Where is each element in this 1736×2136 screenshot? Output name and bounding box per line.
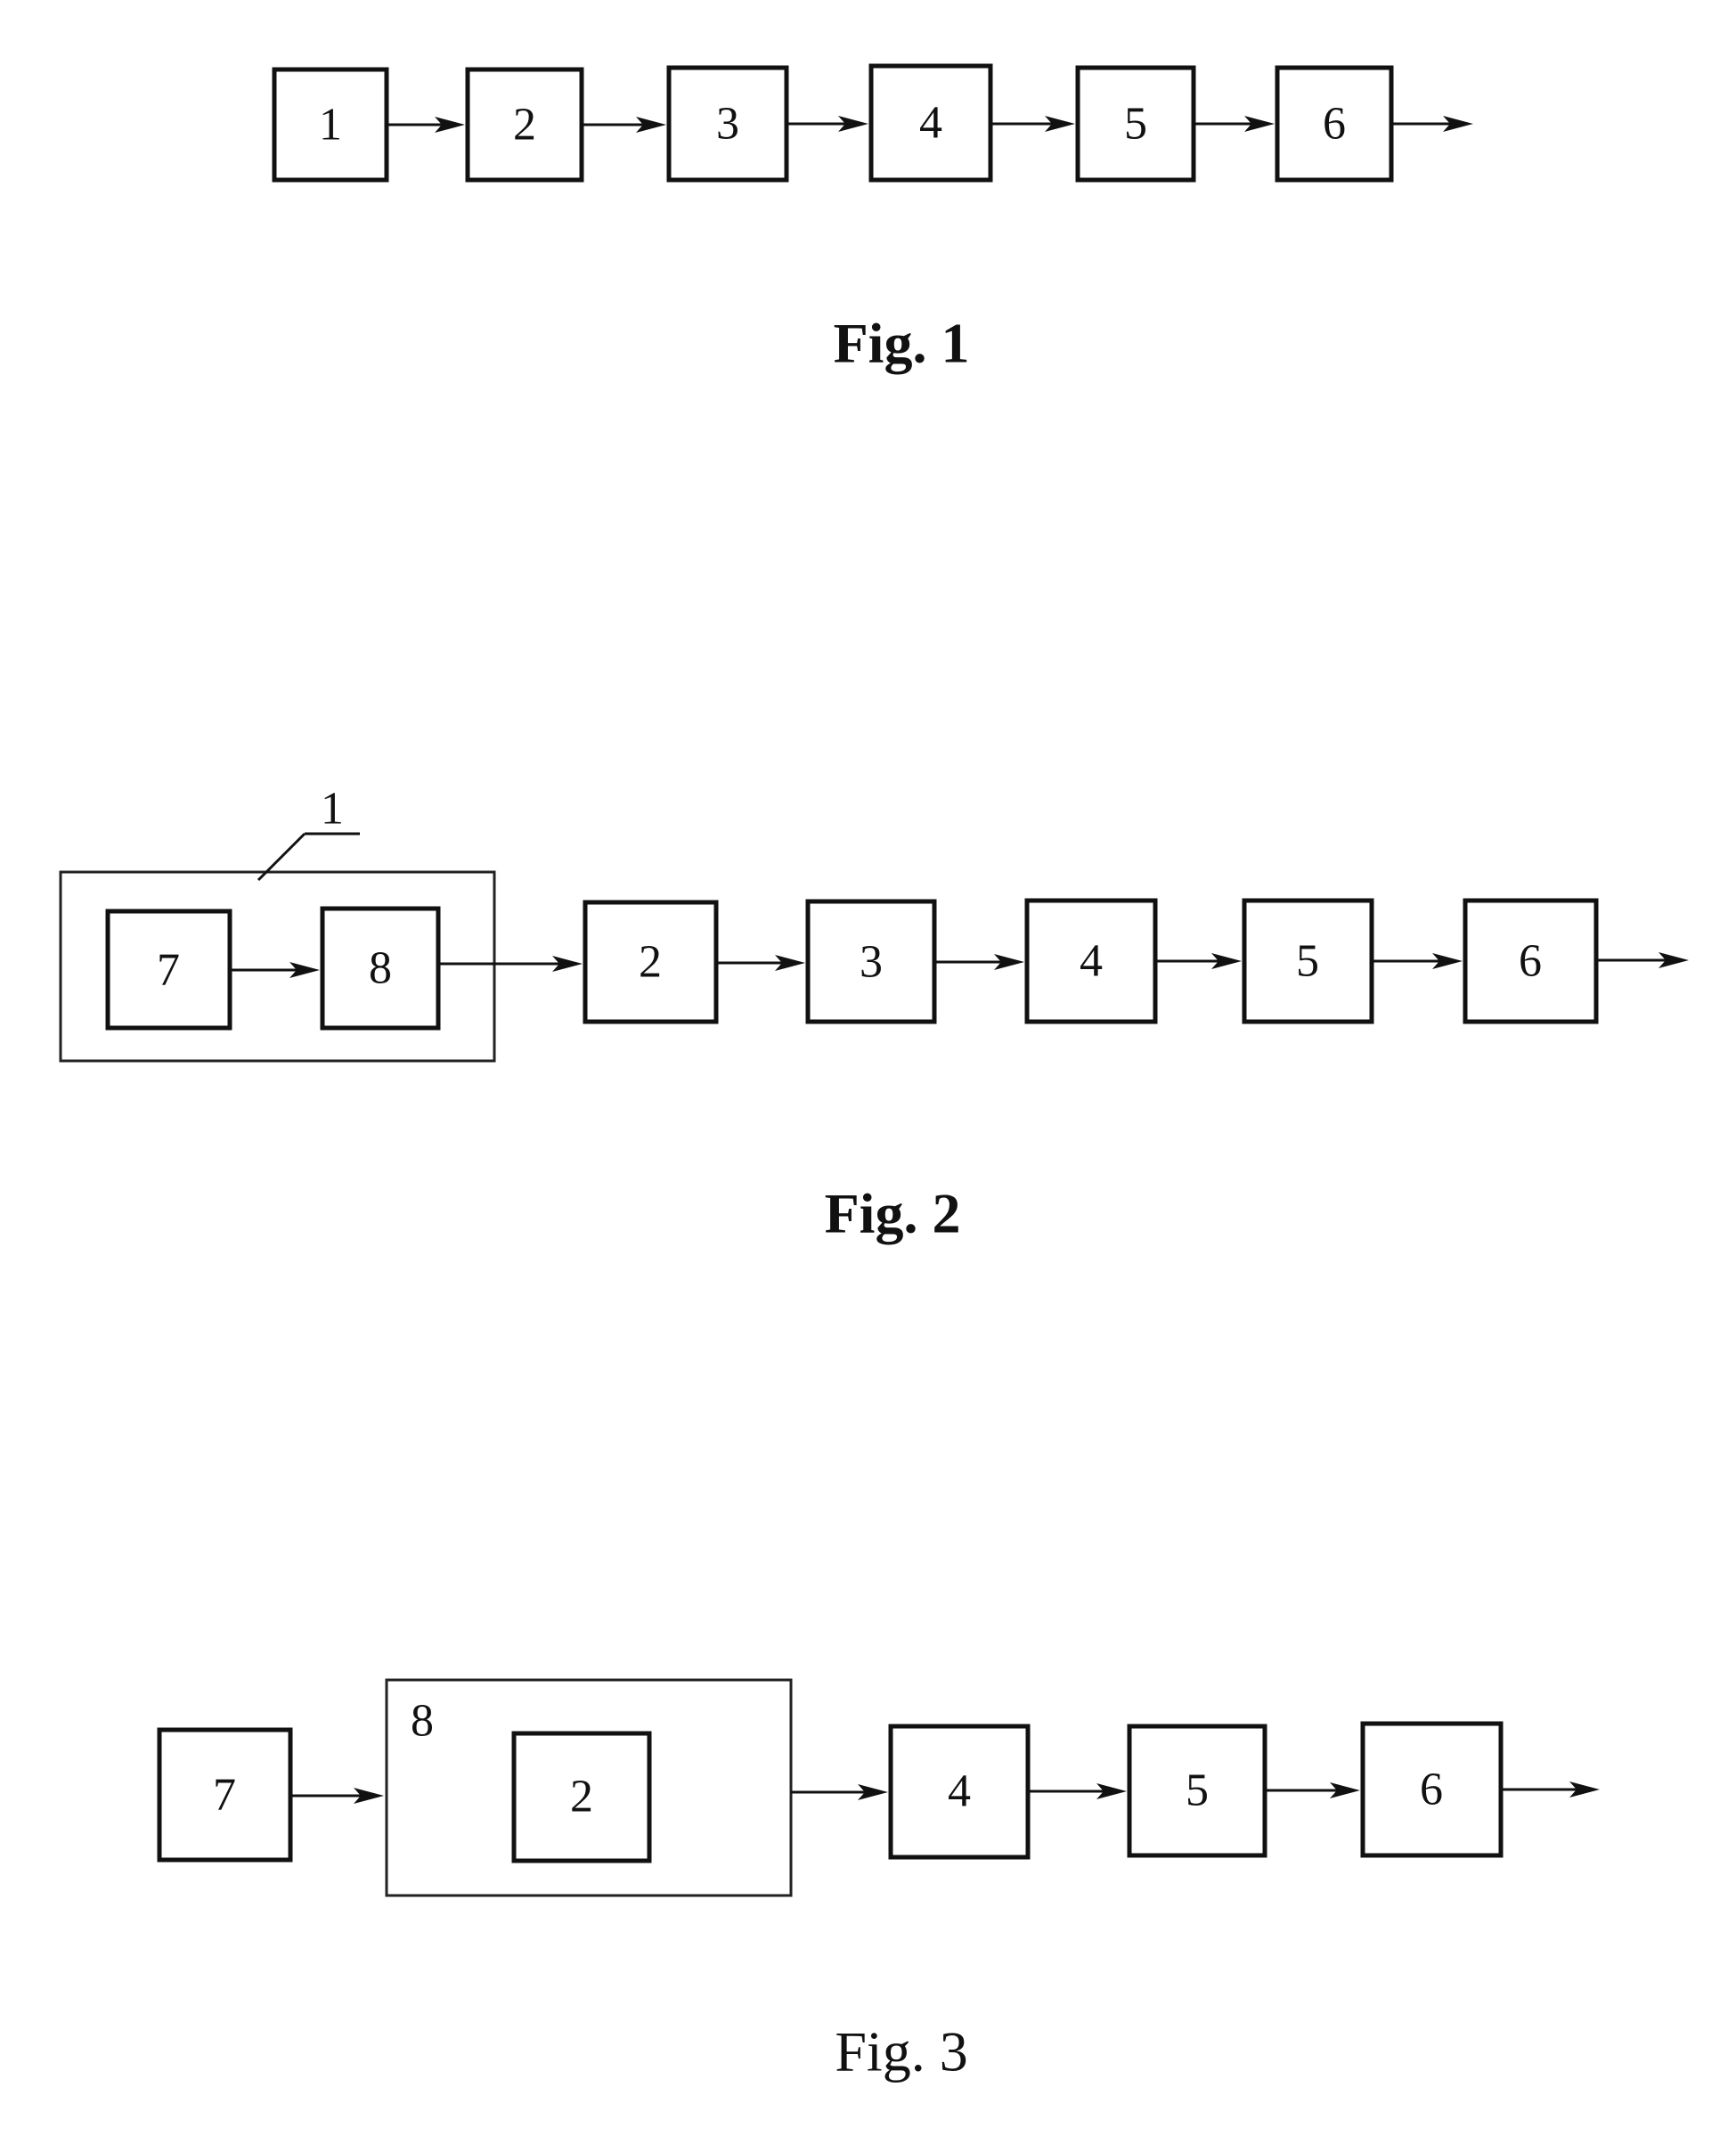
fig3-block-6-label: 6 <box>1420 1765 1443 1815</box>
fig3-block-2-label: 2 <box>570 1772 593 1822</box>
fig3-block-7-label: 7 <box>213 1770 236 1821</box>
fig1-caption: Fig. 1 <box>834 312 970 375</box>
fig3-caption: Fig. 3 <box>835 2020 967 2083</box>
fig3-group-8-label: 8 <box>411 1696 434 1747</box>
fig1-block-5-label: 5 <box>1124 99 1147 150</box>
figure-2: 1 7 8 2 3 4 5 6 Fig. 2 <box>61 784 1689 1245</box>
fig2-caption: Fig. 2 <box>825 1182 961 1245</box>
fig2-block-6-label: 6 <box>1519 936 1542 987</box>
fig3-block-4-label: 4 <box>948 1766 971 1817</box>
fig2-block-2-label: 2 <box>639 937 662 988</box>
figure-1: 1 2 3 4 5 6 Fig. 1 <box>274 66 1473 375</box>
fig1-block-2-label: 2 <box>513 100 536 151</box>
fig1-block-1-label: 1 <box>319 100 342 151</box>
fig3-block-5-label: 5 <box>1186 1765 1209 1816</box>
fig1-block-3-label: 3 <box>716 99 739 150</box>
fig1-block-4-label: 4 <box>919 98 942 149</box>
figure-3: 7 8 2 4 5 6 Fig. 3 <box>159 1680 1600 2083</box>
fig2-block-7-label: 7 <box>157 945 180 996</box>
fig2-block-5-label: 5 <box>1296 936 1319 987</box>
fig2-block-4-label: 4 <box>1080 936 1103 987</box>
fig2-block-3-label: 3 <box>860 937 883 988</box>
fig2-group-1-label: 1 <box>321 784 344 835</box>
fig2-block-8-label: 8 <box>369 943 392 994</box>
fig1-block-6-label: 6 <box>1323 99 1346 150</box>
